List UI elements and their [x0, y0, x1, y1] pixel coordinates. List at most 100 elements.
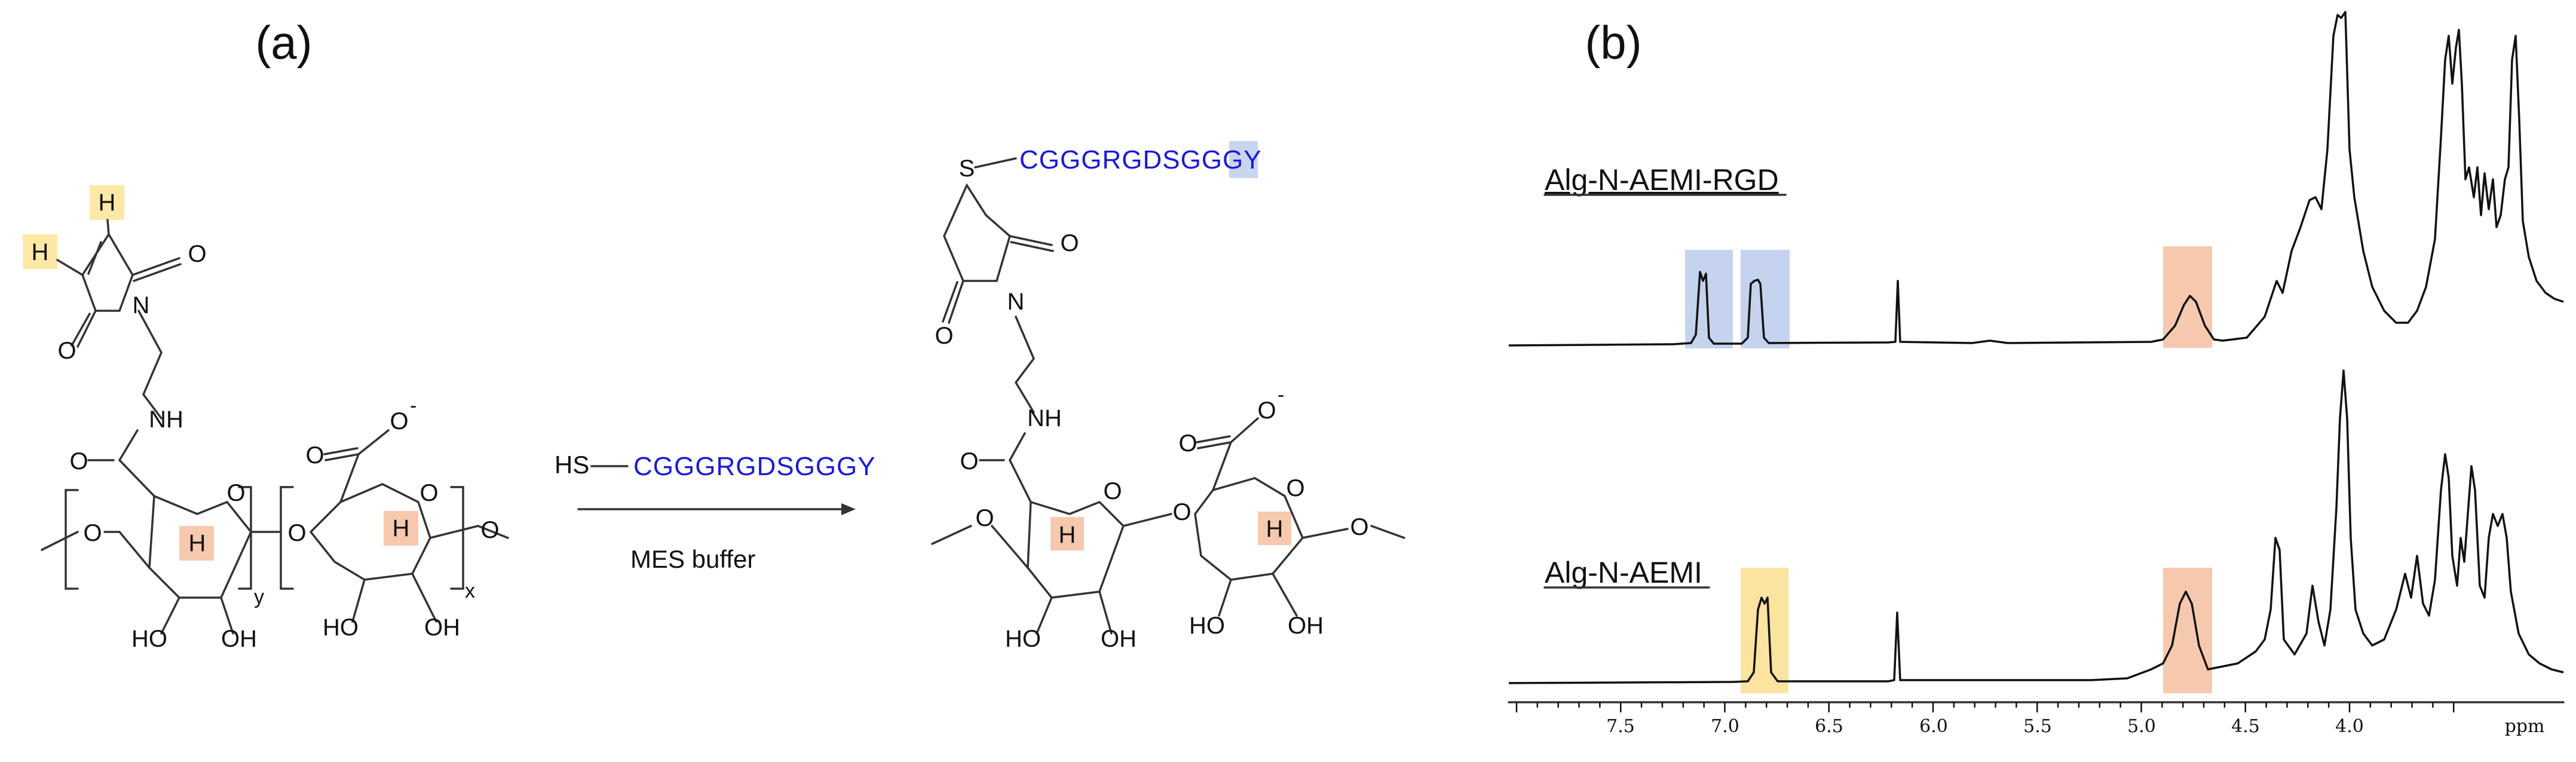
ring2-ho-bond: [351, 579, 366, 623]
tick-label-6.0: 6.0: [1919, 716, 1948, 737]
product-anomeric-highlight-1: [1050, 517, 1084, 550]
product-n: N: [1007, 289, 1025, 315]
bracket-x-left: [280, 486, 294, 590]
ring1-oh-bond: [220, 596, 234, 635]
reactant-structure: H H O O N NH O H O O O HO OH y O O - O H…: [23, 185, 509, 652]
ppm-axis: 5.5 7.5 7.0 6.5 6.0 5.0 4.5 4.0 ppm: [1508, 701, 2565, 737]
tick-label-5.5: 5.5: [2023, 716, 2052, 737]
tick-label-7.0: 7.0: [1711, 716, 1739, 737]
axis-unit: ppm: [2505, 716, 2545, 737]
product-carboxylate-double-a: [1197, 441, 1232, 449]
maleimide-ring: [81, 232, 134, 312]
carbonyl-double-1: [133, 263, 182, 282]
product-ring2-ho: HO: [1189, 613, 1225, 639]
panel-a: (a): [23, 16, 1405, 652]
vinyl-h-1: H: [99, 189, 116, 216]
product-ring1-oh: OH: [1101, 626, 1137, 652]
ring1-oh: OH: [221, 626, 257, 652]
carbonyl-bond-1: [131, 257, 180, 276]
product-anomeric-h-2: H: [1266, 516, 1284, 542]
sugar-ring-1: [148, 494, 253, 599]
vinyl-highlight: [1741, 568, 1788, 693]
glycosidic-o-left: O: [83, 520, 102, 546]
spectrum-trace-bottom: [1508, 369, 2564, 684]
product-ring1-o-bond: [991, 525, 1029, 569]
vinyl-h-2: H: [32, 239, 49, 265]
product-ring2-o: O: [1286, 475, 1304, 501]
product-carboxylate-o-double: O: [1178, 430, 1197, 457]
ring2-ho: HO: [323, 614, 359, 641]
ring1-o-bond: [103, 531, 151, 569]
vinyl-h-highlight-1: [90, 185, 124, 220]
maleimide-double-bond: [87, 241, 102, 275]
maleimide-n: N: [133, 292, 150, 319]
product-ring2-oh-bond: [1272, 573, 1298, 617]
product-succinimide-o-1: O: [1060, 230, 1079, 256]
product-carboxylate-bond: [1212, 441, 1232, 491]
tyrosine-highlight: [1229, 141, 1258, 178]
ring1-o: O: [226, 480, 245, 506]
product-ring1-to-o: [1122, 513, 1172, 527]
product-carboxylate-charge: -: [1278, 384, 1284, 406]
product-carboxylate-double-b: [1196, 435, 1231, 443]
bracket-y-right: [238, 486, 252, 590]
glycosidic-o-right: O: [480, 517, 499, 543]
product-ring2-oh: OH: [1288, 613, 1324, 639]
spectrum-label-top: Alg-N-AEMI-RGD: [1545, 163, 1779, 197]
product-ring2-to-o: [1301, 528, 1349, 539]
thiol-label: HS: [555, 451, 589, 479]
succinimide-carbonyl-2: [948, 280, 964, 324]
anomeric-h-1: H: [189, 530, 206, 556]
tick-label-6.5: 6.5: [1815, 716, 1843, 737]
nh-to-carbonyl: [118, 429, 139, 461]
product-nh-carbonyl: [1009, 432, 1026, 461]
amide-o: O: [69, 448, 88, 475]
product-carboxylate-single: [1230, 417, 1259, 443]
product-peptide-highlight: G: [1223, 145, 1243, 175]
product-glycosidic-o-left: O: [975, 505, 994, 531]
axis-ticks: [1515, 702, 2455, 712]
product-peptide-suffix: Y: [1243, 145, 1261, 175]
maleimide-o-1: O: [188, 241, 206, 267]
product-peptide: CGGGRGDSGGGY: [1019, 145, 1262, 175]
carboxylate-o-double: O: [305, 442, 324, 469]
reaction-arrow-group: HS CGGGRGDSGGGY MES buffer: [555, 451, 876, 573]
panel-a-label: (a): [255, 16, 312, 69]
ring2-oh-bond: [411, 573, 437, 623]
vinyl-h-bond-1: [106, 219, 110, 235]
carbonyl-bond-2: [76, 310, 97, 348]
product-terminal-left: [931, 525, 972, 545]
product-terminal-right: [1370, 525, 1405, 539]
tick-label-5.0: 5.0: [2127, 716, 2156, 737]
glycosidic-o-mid: O: [287, 520, 306, 546]
anomeric-h-highlight-2: [384, 511, 418, 546]
product-anomeric-h-1: H: [1059, 522, 1076, 548]
product-structure: S CGGGRGDSGGGY O O N NH O O H O: [931, 141, 1405, 652]
product-glycosidic-o-mid: O: [1172, 499, 1191, 525]
carboxylate-bond: [339, 453, 360, 503]
product-amide-o: O: [960, 448, 978, 475]
succinimide-carbonyl-1: [1009, 235, 1053, 246]
amide-nh: NH: [149, 406, 183, 433]
anomeric-highlight-bottom: [2163, 568, 2212, 693]
reagent-peptide: CGGGRGDSGGGY: [633, 452, 876, 481]
product-amide-bond: [1009, 459, 1032, 503]
tick-label-4.0: 4.0: [2335, 716, 2364, 737]
ring2-oh: OH: [424, 614, 460, 641]
product-peptide-prefix: CGGGRGDSGG: [1019, 145, 1223, 175]
product-glycosidic-o-right: O: [1350, 514, 1368, 540]
anomeric-h-highlight-1: [179, 526, 214, 561]
product-ring1-ho: HO: [1005, 626, 1041, 652]
product-ring1-oh-bond: [1098, 590, 1113, 635]
ring1-terminal-bond: [41, 531, 79, 551]
tick-label-7.5: 7.5: [1606, 716, 1635, 737]
ring1-ho-bond: [160, 596, 180, 635]
ring2-terminal-bond: [429, 525, 509, 539]
sulfur-peptide-bond: [974, 157, 1017, 169]
vinyl-h-bond-2: [56, 259, 84, 276]
succinimide-carbonyl-2b: [942, 281, 958, 323]
succinimide-carbonyl-1b: [1010, 241, 1054, 252]
product-nh: NH: [1027, 405, 1062, 432]
reaction-arrow-head: [841, 503, 856, 515]
carboxylate-charge: -: [410, 394, 416, 417]
